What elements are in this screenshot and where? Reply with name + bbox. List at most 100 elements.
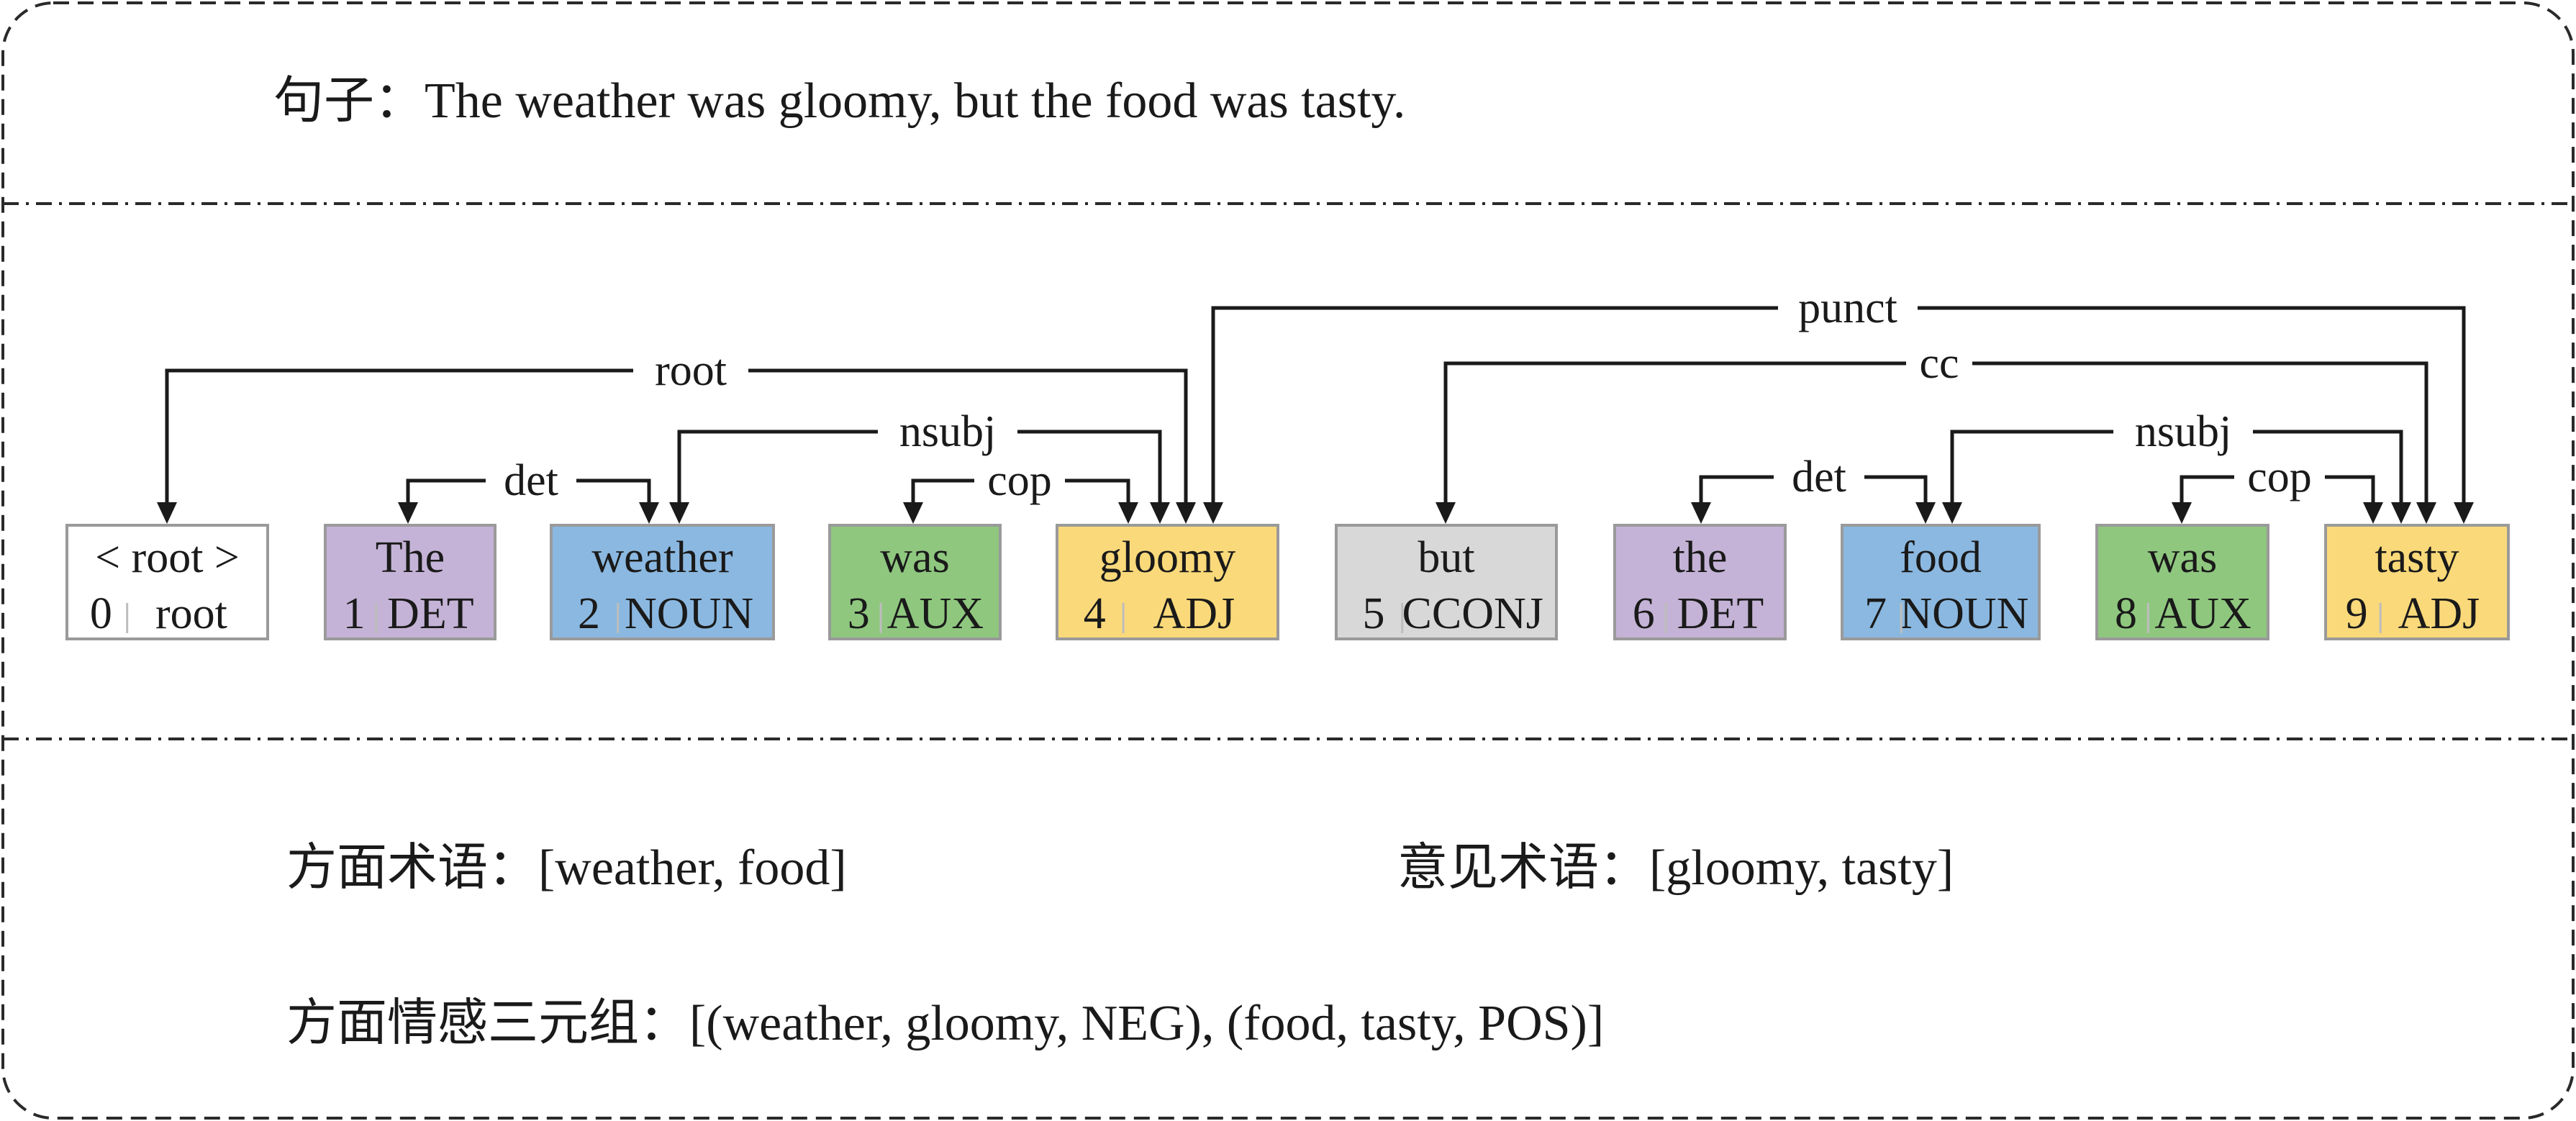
token-box — [1841, 524, 2041, 640]
token-word: was — [880, 533, 949, 582]
arrowhead — [1915, 502, 1936, 524]
arc-label: cc — [1919, 339, 1959, 388]
token-index: 2 — [578, 589, 600, 638]
token-tag: AUX — [2154, 589, 2251, 638]
arc-label-bg — [2234, 455, 2325, 499]
arrowhead — [2172, 502, 2192, 524]
token-4: gloomy 4 ADJ — [1056, 524, 1279, 640]
arc-cop: cop — [903, 456, 1138, 524]
arc-nsubj: nsubj — [1942, 407, 2411, 524]
token-tag: ADJ — [1153, 589, 1235, 638]
arc-label: nsubj — [2135, 407, 2231, 456]
token-word: weather — [591, 533, 733, 582]
token-box — [1613, 524, 1787, 640]
token-index: 8 — [2115, 589, 2137, 638]
arc-cc: cc — [1436, 339, 2436, 524]
token-word: tasty — [2375, 533, 2459, 582]
token-tag: AUX — [887, 589, 984, 638]
token-word: The — [376, 533, 445, 582]
sentence-line: 句子：The weather was gloomy, but the food … — [273, 76, 1405, 127]
token-tag: root — [155, 589, 227, 638]
token-6: the 6 DET — [1613, 524, 1787, 640]
token-tag: NOUN — [1900, 589, 2028, 638]
arc-det: det — [398, 456, 659, 524]
arc-label: det — [1792, 453, 1846, 502]
arc-label-bg — [1906, 342, 1972, 385]
arc-label: cop — [987, 456, 1052, 505]
token-word: but — [1418, 533, 1474, 582]
arrowhead — [1176, 502, 1196, 524]
arrowhead — [1150, 502, 1170, 524]
arrowhead — [398, 502, 418, 524]
arrowhead — [903, 502, 923, 524]
aspect-terms-label: 方面术语： — [286, 840, 538, 896]
arc-punct: punct — [1203, 283, 2474, 524]
arrowhead — [1691, 502, 1711, 524]
arc-nsubj: nsubj — [669, 407, 1170, 524]
arrowhead — [1436, 502, 1456, 524]
token-index: 6 — [1633, 589, 1655, 638]
opinion-terms-label: 意见术语： — [1397, 840, 1649, 896]
arrowhead — [2391, 502, 2411, 524]
opinion-terms-line: 意见术语：[gloomy, tasty] — [1397, 843, 1954, 894]
token-index: 7 — [1864, 589, 1887, 638]
arc-label: root — [655, 346, 727, 395]
token-tag: DET — [1677, 589, 1764, 638]
token-box — [65, 524, 269, 640]
arc-label-bg — [633, 349, 748, 392]
arc-label-bg — [878, 410, 1017, 453]
token-box — [2095, 524, 2269, 640]
token-box — [828, 524, 1002, 640]
token-index: 5 — [1363, 589, 1385, 638]
arc-root: root — [157, 346, 1196, 524]
token-index: 4 — [1084, 589, 1106, 638]
arc-label: det — [504, 456, 558, 505]
token-box — [2324, 524, 2510, 640]
arrowhead — [639, 502, 659, 524]
token-word: gloomy — [1099, 533, 1235, 582]
token-tag: DET — [387, 589, 474, 638]
triplets-value: [(weather, gloomy, NEG), (food, tasty, P… — [689, 996, 1605, 1051]
arc-label-bg — [2113, 410, 2253, 453]
token-word: was — [2148, 533, 2217, 582]
arrowhead — [2416, 502, 2436, 524]
arrowhead — [157, 502, 177, 524]
arc-label: nsubj — [899, 407, 996, 456]
token-5: but 5 CCONJ — [1335, 524, 1558, 640]
token-word: food — [1900, 533, 1982, 582]
token-index: 0 — [90, 589, 112, 638]
token-index: 1 — [343, 589, 366, 638]
token-box — [1335, 524, 1558, 640]
token-word: the — [1673, 533, 1728, 582]
token-7: food 7 NOUN — [1841, 524, 2041, 640]
opinion-terms-value: [gloomy, tasty] — [1649, 840, 1954, 896]
token-0: < root > 0 root — [65, 524, 269, 640]
token-tag: CCONJ — [1402, 589, 1543, 638]
arc-cop: cop — [2172, 453, 2383, 524]
token-box — [550, 524, 775, 640]
token-index: 3 — [848, 589, 870, 638]
arc-label: punct — [1798, 283, 1897, 332]
arc-det: det — [1691, 453, 1936, 524]
token-word: < root > — [95, 533, 240, 582]
sentence-label: 句子： — [273, 73, 425, 129]
triplets-label: 方面情感三元组： — [286, 996, 689, 1051]
arrowhead — [2454, 502, 2474, 524]
arc-label-bg — [486, 459, 576, 502]
token-box — [324, 524, 496, 640]
arc-label: cop — [2247, 453, 2312, 502]
arc-label-bg — [1774, 455, 1864, 499]
arrowhead — [1203, 502, 1223, 524]
arrowhead — [1942, 502, 1962, 524]
arrowhead — [2363, 502, 2383, 524]
sentence-text: The weather was gloomy, but the food was… — [425, 73, 1406, 129]
token-index: 9 — [2346, 589, 2368, 638]
